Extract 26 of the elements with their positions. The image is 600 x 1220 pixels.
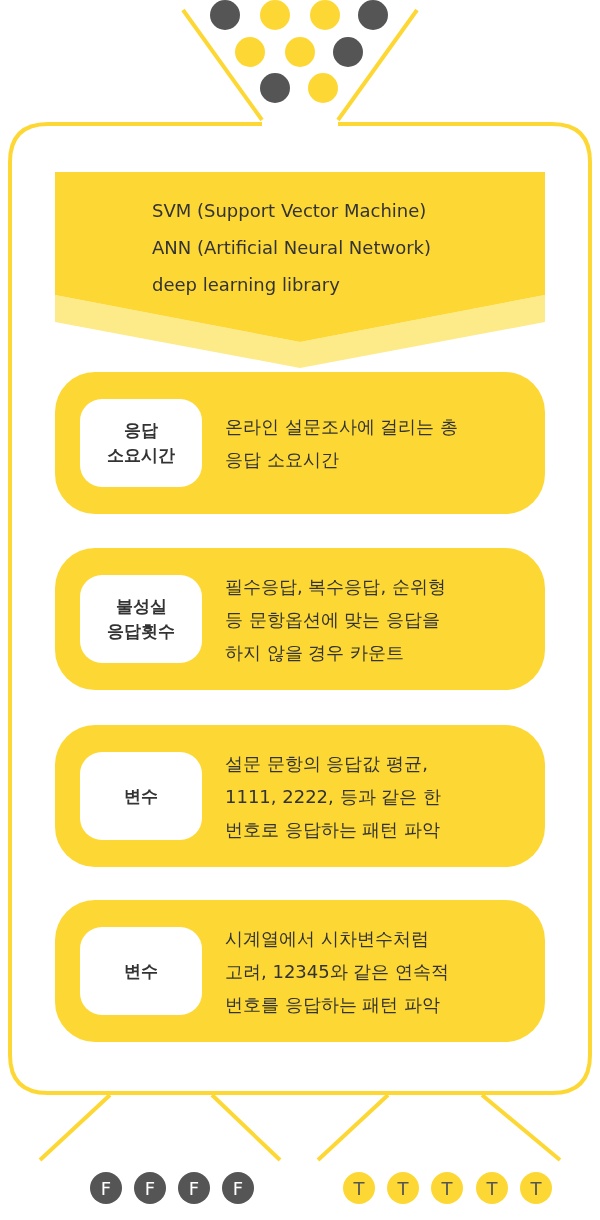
result-circle: T (387, 1172, 419, 1204)
banner-text: SVM (Support Vector Machine) (152, 200, 427, 221)
result-circle: F (222, 1172, 254, 1204)
result-circle: T (520, 1172, 552, 1204)
card-heading: 변수 (80, 927, 202, 1015)
result-circle: F (134, 1172, 166, 1204)
result-circle: T (431, 1172, 463, 1204)
info-card (55, 548, 545, 690)
banner-text: ANN (Artificial Neural Network) (152, 237, 432, 258)
banner-text: deep learning library (152, 274, 340, 295)
description-text: 온라인 설문조사에 걸리는 총 응답 소요시간 (225, 415, 460, 472)
machine-outline (8, 122, 592, 1095)
card-heading: 불성실 응답횟수 (80, 575, 202, 663)
description-text: 시계열에서 시차변수처럼 고려, 12345와 같은 연속적 번호를 응답하는 패턴 파악 (225, 926, 451, 1017)
card-heading: 응답 소요시간 (80, 399, 202, 487)
info-card (55, 900, 545, 1042)
result-circle: T (343, 1172, 375, 1204)
info-card (55, 372, 545, 514)
result-circle: F (90, 1172, 122, 1204)
result-circle: T (476, 1172, 508, 1204)
banner-chevron (55, 172, 545, 368)
card-heading: 변수 (80, 752, 202, 840)
description-text: 설문 문항의 응답값 평균, 1111, 2222, 등과 같은 한 번호로 응답하는 패턴 파악 (225, 751, 442, 842)
description-text: 필수응답, 복수응답, 순위형 등 문항옵션에 맞는 응답을 하지 않을 경우 카운트 (225, 574, 447, 665)
info-card (55, 725, 545, 867)
result-circle: F (178, 1172, 210, 1204)
